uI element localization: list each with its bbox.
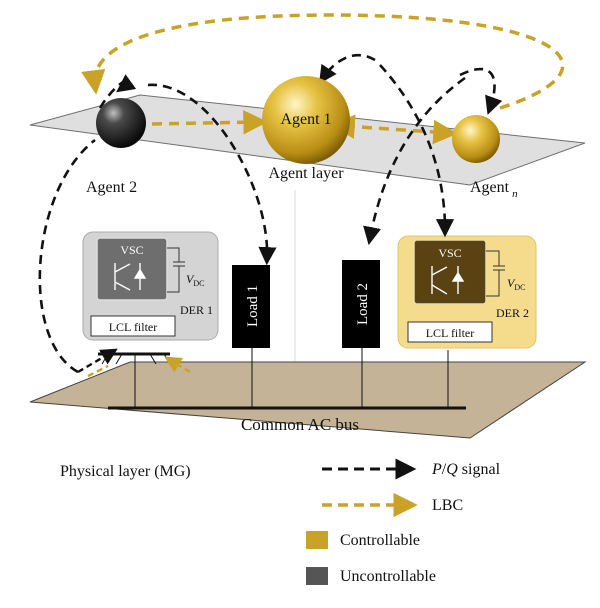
bus-connections — [134, 348, 449, 408]
der1-vsc-label: VSC — [120, 243, 143, 257]
legend-uncontrollable-swatch — [306, 567, 328, 585]
der1-unit: VSC VDC DER 1 LCL filter — [82, 231, 219, 341]
der2-name: DER 2 — [496, 306, 529, 320]
agent2-label: Agent 2 — [86, 179, 137, 196]
legend-pq-label: P/Q signal — [431, 461, 501, 478]
bus-label: Common AC bus — [241, 415, 359, 434]
der2-transistor-icon — [431, 266, 465, 295]
der2-filter-label: LCL filter — [426, 326, 475, 340]
der1-name: DER 1 — [180, 303, 213, 317]
der2-vsc-label: VSC — [438, 246, 461, 260]
der1-dc-link — [167, 247, 185, 293]
load2: Load 2 — [342, 260, 380, 348]
agent1-label: Agent 1 — [280, 111, 331, 128]
der1-vdc: VDC — [186, 272, 204, 288]
load1: Load 1 — [232, 265, 270, 348]
legend-controllable-label: Controllable — [340, 532, 420, 549]
der1-transistor-icon — [114, 263, 147, 291]
legend: P/Q signal LBC Controllable Uncontrollab… — [306, 458, 501, 585]
der2-filter-box — [407, 321, 493, 343]
der2-vdc: VDC — [507, 276, 525, 292]
der1-signal-stubs — [77, 348, 191, 378]
legend-controllable-swatch — [306, 531, 328, 549]
agentn-sphere — [452, 115, 500, 163]
physical-layer-label: Physical layer (MG) — [60, 463, 191, 480]
agent-layer-label: Agent layer — [268, 165, 344, 182]
der2-unit: VSC VDC DER 2 LCL filter — [397, 235, 537, 349]
load1-label: Load 1 — [245, 285, 261, 327]
legend-lbc-label: LBC — [432, 497, 463, 514]
der2-dc-link — [486, 250, 505, 297]
lbc-links — [81, 13, 565, 145]
load2-label: Load 2 — [355, 283, 371, 325]
agent1-sphere — [262, 76, 350, 164]
der1-filter-box — [90, 315, 176, 337]
pq-links — [38, 54, 503, 374]
physical-plane — [29, 361, 587, 439]
legend-uncontrollable-label: Uncontrollable — [340, 568, 436, 585]
agent2-sphere — [96, 98, 146, 148]
der1-filter-label: LCL filter — [109, 320, 158, 334]
